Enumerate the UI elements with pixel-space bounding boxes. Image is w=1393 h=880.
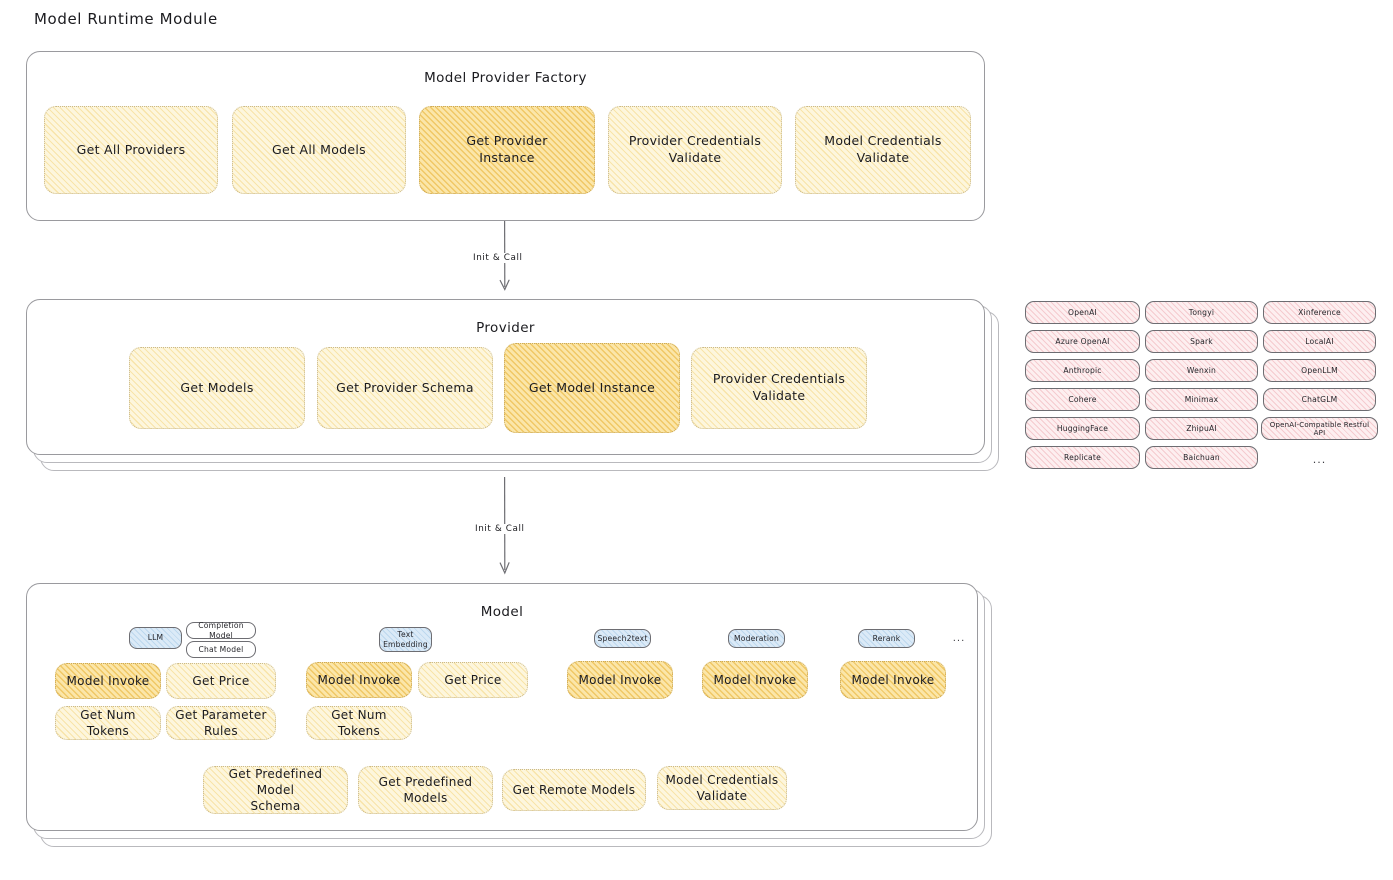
model-type-badge-rerank[interactable]: Rerank — [858, 629, 915, 648]
model-title: Model — [480, 604, 524, 620]
provider-chip-zhipuai[interactable]: ZhipuAI — [1145, 417, 1258, 440]
factory-node-get-all-providers[interactable]: Get All Providers — [44, 106, 218, 194]
text-embedding-method-get-price[interactable]: Get Price — [418, 662, 528, 698]
factory-node-get-all-models[interactable]: Get All Models — [232, 106, 406, 194]
arrow-provider-to-model — [495, 476, 515, 583]
moderation-method-model-invoke[interactable]: Model Invoke — [702, 661, 808, 699]
llm-method-model-invoke[interactable]: Model Invoke — [55, 663, 161, 699]
provider-chip-azure-openai[interactable]: Azure OpenAI — [1025, 330, 1140, 353]
model-type-badge-llm[interactable]: LLM — [129, 627, 182, 649]
provider-chip-huggingface[interactable]: HuggingFace — [1025, 417, 1140, 440]
provider-chip-minimax[interactable]: Minimax — [1145, 388, 1258, 411]
provider-chip-cohere[interactable]: Cohere — [1025, 388, 1140, 411]
model-shared-get-remote-models[interactable]: Get Remote Models — [502, 769, 646, 811]
provider-chip-wenxin[interactable]: Wenxin — [1145, 359, 1258, 382]
provider-node-get-model-instance[interactable]: Get Model Instance — [504, 343, 680, 433]
provider-chip-baichuan[interactable]: Baichuan — [1145, 446, 1258, 469]
model-subbadge-completion-model[interactable]: Completion Model — [186, 621, 256, 640]
provider-chip-localai[interactable]: LocalAI — [1263, 330, 1376, 353]
factory-node-provider-credentials-validate[interactable]: Provider Credentials Validate — [608, 106, 782, 194]
provider-title: Provider — [476, 320, 535, 336]
model-shared-get-predefined-models[interactable]: Get Predefined Models — [358, 766, 493, 814]
provider-chip-xinference[interactable]: Xinference — [1263, 301, 1376, 324]
provider-node-provider-credentials-validate[interactable]: Provider Credentials Validate — [691, 347, 867, 429]
provider-chip-spark[interactable]: Spark — [1145, 330, 1258, 353]
model-type-badge-speech2text[interactable]: Speech2text — [594, 629, 651, 648]
provider-chip-tongyi[interactable]: Tongyi — [1145, 301, 1258, 324]
llm-method-get-price[interactable]: Get Price — [166, 663, 276, 699]
llm-method-get-num-tokens[interactable]: Get Num Tokens — [55, 706, 161, 740]
provider-chip-chatglm[interactable]: ChatGLM — [1263, 388, 1376, 411]
provider-chip-openllm[interactable]: OpenLLM — [1263, 359, 1376, 382]
rerank-method-model-invoke[interactable]: Model Invoke — [840, 661, 946, 699]
text-embedding-method-get-num-tokens[interactable]: Get Num Tokens — [306, 706, 412, 740]
model-provider-factory-title: Model Provider Factory — [424, 70, 587, 86]
model-type-badge-moderation[interactable]: Moderation — [728, 629, 785, 648]
factory-node-model-credentials-validate[interactable]: Model Credentials Validate — [795, 106, 971, 194]
model-type-badge-text-embedding[interactable]: Text Embedding — [379, 627, 432, 652]
model-types-ellipsis: ... — [952, 632, 966, 644]
model-shared-get-predefined-model-schema[interactable]: Get Predefined Model Schema — [203, 766, 348, 814]
llm-method-get-parameter-rules[interactable]: Get Parameter Rules — [166, 706, 276, 740]
speech2text-method-model-invoke[interactable]: Model Invoke — [567, 661, 673, 699]
model-shared-model-credentials-validate[interactable]: Model Credentials Validate — [657, 766, 787, 810]
model-subbadge-chat-model[interactable]: Chat Model — [186, 641, 256, 658]
provider-chip-openai[interactable]: OpenAI — [1025, 301, 1140, 324]
arrow-label-init-and-call-2: Init & Call — [472, 524, 528, 534]
arrow-label-init-and-call-1: Init & Call — [470, 253, 526, 263]
provider-chip-replicate[interactable]: Replicate — [1025, 446, 1140, 469]
provider-chip-openai-compatible-restful-api[interactable]: OpenAI-Compatible Restful API — [1261, 417, 1378, 440]
provider-node-get-provider-schema[interactable]: Get Provider Schema — [317, 347, 493, 429]
provider-list-ellipsis: ... — [1312, 452, 1327, 466]
provider-node-get-models[interactable]: Get Models — [129, 347, 305, 429]
provider-chip-anthropic[interactable]: Anthropic — [1025, 359, 1140, 382]
factory-node-get-provider-instance[interactable]: Get Provider Instance — [419, 106, 595, 194]
page-title: Model Runtime Module — [34, 10, 218, 28]
text-embedding-method-model-invoke[interactable]: Model Invoke — [306, 662, 412, 698]
